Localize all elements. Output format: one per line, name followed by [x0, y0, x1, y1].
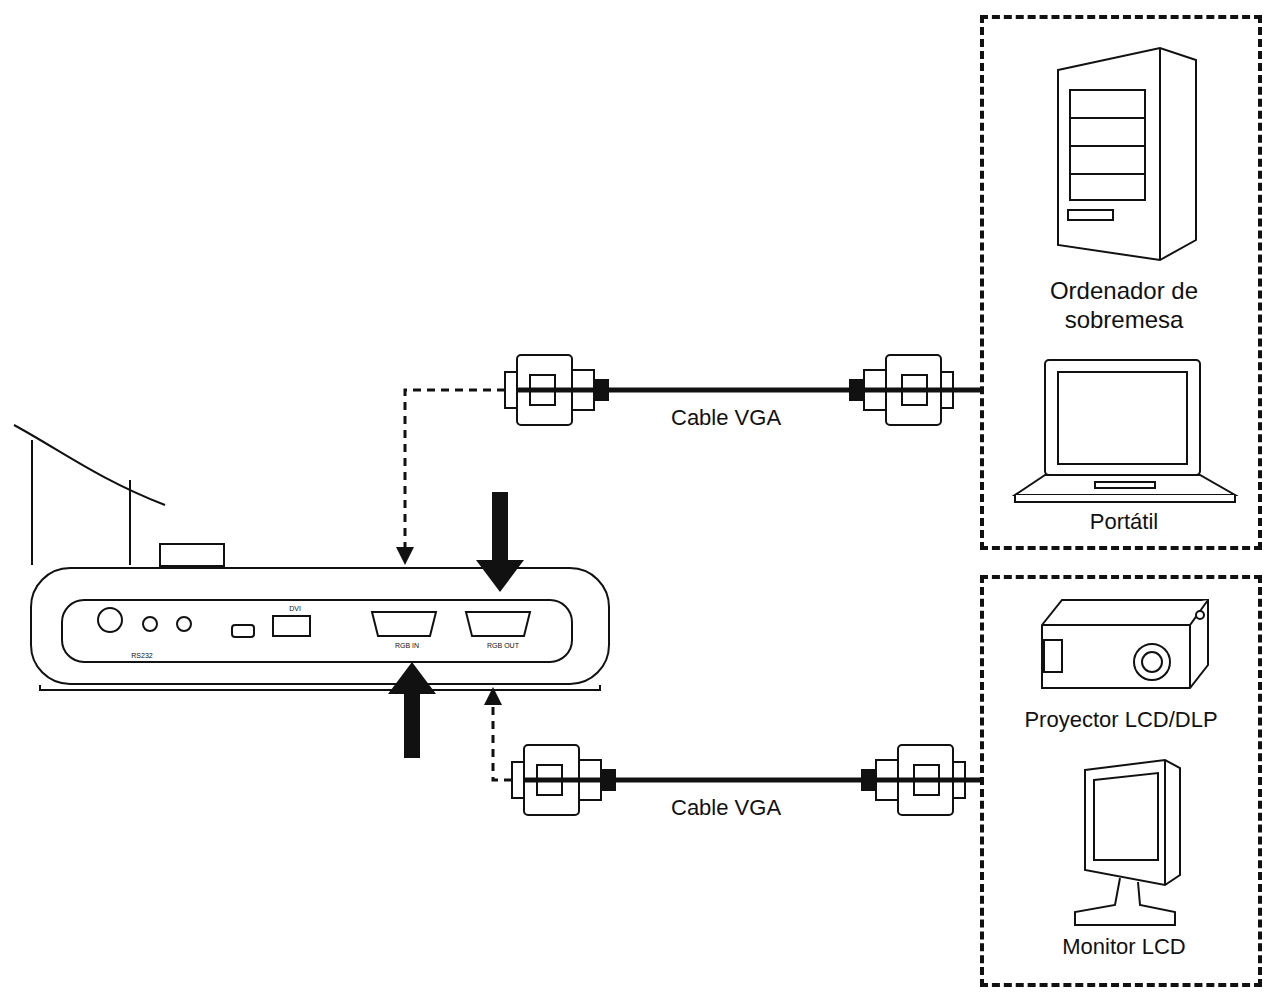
rs232-port [98, 608, 122, 632]
cable-label: Cable VGA [668, 405, 784, 431]
audio-jack [177, 617, 191, 631]
devices [1015, 48, 1235, 925]
cable-line [524, 778, 980, 783]
vga-plugs [505, 355, 965, 815]
camera-knob [160, 544, 224, 566]
vga-cable [484, 687, 980, 780]
big-arrows [388, 492, 524, 758]
camera-head [14, 425, 165, 505]
camera-ports [62, 600, 572, 662]
pointer-arrow [388, 662, 436, 758]
vga-out-port [466, 612, 530, 636]
device-label: Monitor LCD [1004, 934, 1244, 960]
display-group-box: Proyector LCD/DLP Monitor LCD [980, 575, 1262, 987]
usb-port [232, 625, 254, 637]
document-camera-body: RS232 DVI RGB IN RGB OUT [30, 567, 610, 685]
cable-line [517, 388, 980, 393]
vga-cable [396, 390, 980, 565]
camera-base [40, 685, 600, 690]
lcd-monitor [1075, 760, 1180, 925]
device-label: Portátil [1024, 509, 1224, 535]
pointer-arrow [476, 492, 524, 592]
laptop [1015, 360, 1235, 502]
dashed-link [493, 703, 512, 780]
audio-jack [143, 617, 157, 631]
port-label: RS232 [122, 652, 162, 660]
arrow-head [396, 547, 414, 565]
port-label: RGB OUT [475, 642, 531, 650]
vga-in-port [372, 612, 436, 636]
computer-group-box: Ordenador de sobremesaPortátil [980, 15, 1262, 550]
projector [1042, 600, 1208, 688]
port-label: RGB IN [382, 642, 432, 650]
camera-arm-line [129, 480, 131, 565]
device-label: Ordenador de sobremesa [1024, 277, 1224, 335]
arrow-head [484, 687, 502, 705]
cable-label: Cable VGA [668, 795, 784, 821]
dvi-port [273, 616, 310, 636]
camera-arm [14, 425, 600, 690]
camera-arm-line [31, 440, 33, 565]
port-panel [62, 600, 572, 662]
desktop-tower [1058, 48, 1196, 260]
dashed-link [405, 390, 505, 549]
port-label: DVI [275, 605, 315, 613]
device-label: Proyector LCD/DLP [990, 707, 1252, 733]
